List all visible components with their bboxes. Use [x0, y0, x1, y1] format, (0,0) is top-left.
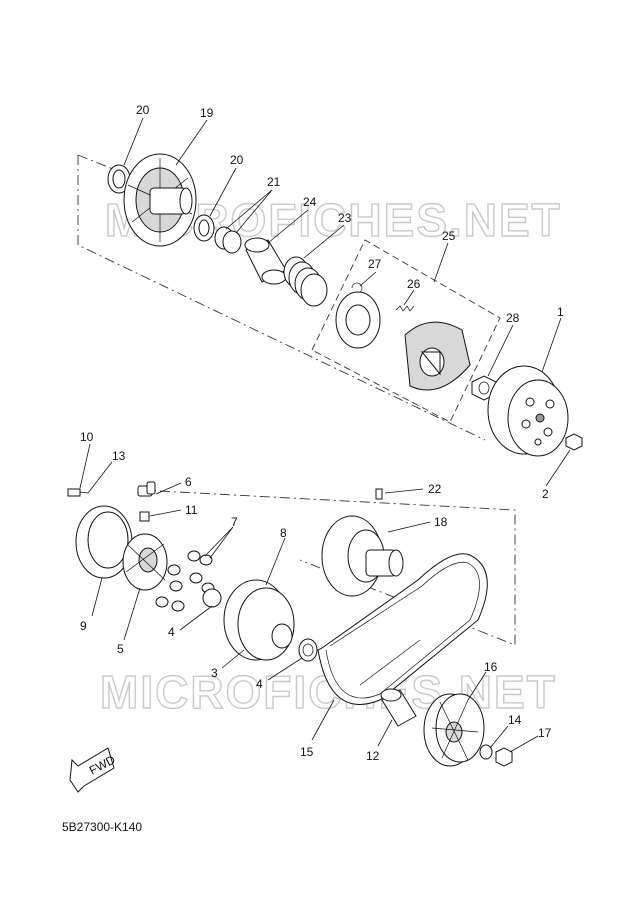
weights-7 — [155, 550, 222, 612]
clutch-housing-1 — [487, 365, 569, 457]
nut-2 — [565, 433, 583, 451]
callout-5: 5 — [117, 642, 124, 656]
clutch-plate-plate — [335, 291, 381, 349]
compression-spring-23 — [283, 256, 328, 307]
callout-4-upper: 4 — [168, 625, 175, 639]
circlip-27 — [351, 282, 363, 293]
callout-3: 3 — [211, 666, 218, 680]
callout-1: 1 — [557, 305, 564, 319]
o-rings-21 — [214, 226, 242, 254]
diagram-code: 5B27300-K140 — [62, 820, 143, 834]
callout-16: 16 — [484, 660, 498, 674]
clutch-carrier-shoes — [404, 321, 471, 391]
callout-28: 28 — [506, 311, 520, 325]
callout-14: 14 — [508, 713, 522, 727]
callout-2: 2 — [542, 487, 549, 501]
clutch-subassembly-box — [311, 239, 501, 423]
callout-20: 20 — [230, 153, 244, 167]
bolt-10 — [67, 488, 89, 497]
callout-11: 11 — [185, 503, 198, 517]
callout-19: 19 — [200, 106, 214, 120]
callout-7: 7 — [231, 515, 238, 529]
callout-15: 15 — [300, 745, 314, 759]
forward-direction-arrow: FWD — [69, 747, 118, 793]
callout-8: 8 — [280, 526, 287, 540]
secondary-fixed-sheave-19 — [123, 153, 197, 247]
primary-movable-sheave-8 — [223, 579, 295, 661]
v-belt-15 — [317, 553, 488, 705]
callout-22: 22 — [428, 482, 442, 496]
callout-4-lower: 4 — [256, 677, 263, 691]
spring-seat-24 — [244, 237, 287, 285]
clutch-spring-26 — [395, 305, 415, 312]
pin-22 — [375, 488, 383, 500]
callout-25: 25 — [442, 229, 456, 243]
secondary-sliding-sheave-18 — [321, 515, 404, 597]
callout-23: 23 — [338, 211, 352, 225]
callout-6: 6 — [185, 475, 192, 489]
callout-13: 13 — [112, 449, 126, 463]
slider-11 — [139, 511, 150, 522]
assembly-boundary-line — [77, 155, 486, 441]
callout-17: 17 — [538, 726, 552, 740]
primary-fixed-sheave-16 — [423, 693, 485, 767]
callout-24: 24 — [303, 195, 317, 209]
cam-plate-9 — [75, 505, 133, 579]
collar-4 — [298, 638, 318, 662]
callout-18: 18 — [434, 515, 448, 529]
washer-20 — [193, 214, 215, 242]
nut-17 — [495, 747, 513, 767]
callout-9: 9 — [80, 619, 87, 633]
callout-26: 26 — [407, 277, 421, 291]
callout-12: 12 — [366, 749, 380, 763]
callout-21: 21 — [267, 175, 281, 189]
collar-12 — [380, 688, 417, 727]
cam-5 — [122, 533, 168, 591]
washer-14 — [479, 744, 493, 760]
callout-20-top: 20 — [136, 103, 150, 117]
slider-6 — [137, 481, 156, 497]
callout-10: 10 — [80, 430, 94, 444]
callout-27: 27 — [368, 257, 382, 271]
